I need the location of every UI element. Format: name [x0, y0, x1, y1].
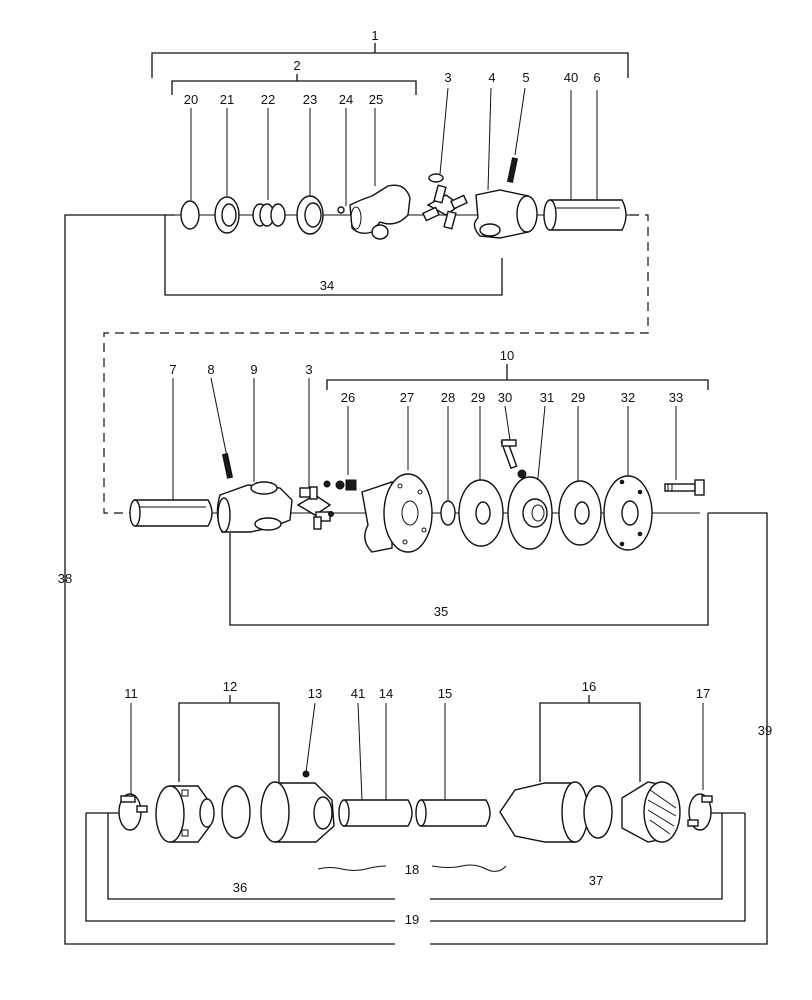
label-23: 23 — [303, 92, 317, 107]
middle-shaft-assembly — [129, 438, 705, 553]
label-1: 1 — [371, 28, 378, 43]
label-32: 32 — [621, 390, 635, 405]
cross-journal-icon — [422, 173, 468, 230]
guard-tube-icon — [415, 799, 491, 827]
label-15: 15 — [438, 686, 452, 701]
seal-ring-icon — [221, 785, 251, 839]
bolt-icon — [664, 479, 705, 496]
label-3b: 3 — [305, 362, 312, 377]
label-22: 22 — [261, 92, 275, 107]
label-27: 27 — [400, 390, 414, 405]
label-39: 39 — [758, 723, 772, 738]
label-8: 8 — [207, 362, 214, 377]
label-25: 25 — [369, 92, 383, 107]
label-7: 7 — [169, 362, 176, 377]
guard-cone-icon — [155, 785, 215, 843]
label-12: 12 — [223, 679, 237, 694]
guard-assembly — [118, 770, 713, 872]
guard-cone-icon — [621, 781, 681, 843]
label-37: 37 — [589, 873, 603, 888]
label-10: 10 — [500, 348, 514, 363]
label-13: 13 — [308, 686, 322, 701]
brackets — [64, 43, 768, 945]
label-9: 9 — [250, 362, 257, 377]
guard-bearing-icon — [214, 196, 240, 234]
tube-icon — [543, 199, 627, 231]
label-29b: 29 — [571, 390, 585, 405]
grease-nipple-icon — [335, 479, 357, 491]
label-31: 31 — [540, 390, 554, 405]
label-20: 20 — [184, 92, 198, 107]
seal-ring-icon — [180, 200, 200, 230]
tube-icon — [129, 499, 213, 527]
flange-icon — [507, 476, 553, 550]
cross-journal-icon — [296, 480, 334, 530]
label-18: 18 — [405, 862, 419, 877]
label-6: 6 — [593, 70, 600, 85]
label-24: 24 — [339, 92, 353, 107]
label-34: 34 — [320, 278, 334, 293]
circlip-icon — [252, 203, 286, 227]
part-labels: 1 2 3 4 5 40 6 20 21 22 23 24 25 34 10 7… — [58, 28, 772, 927]
seal-ring-icon — [337, 206, 345, 214]
flange-icon — [361, 473, 433, 553]
label-30: 30 — [498, 390, 512, 405]
friction-disc-icon — [558, 480, 602, 546]
yoke-icon — [216, 481, 293, 533]
flange-icon — [603, 475, 653, 551]
label-21: 21 — [220, 92, 234, 107]
label-29a: 29 — [471, 390, 485, 405]
label-17: 17 — [696, 686, 710, 701]
label-16: 16 — [582, 679, 596, 694]
top-shaft-assembly — [180, 157, 627, 240]
label-2: 2 — [293, 58, 300, 73]
label-3a: 3 — [444, 70, 451, 85]
friction-disc-icon — [458, 479, 504, 547]
shear-clip-icon — [118, 793, 148, 831]
label-40: 40 — [564, 70, 578, 85]
guard-bearing-icon — [296, 195, 324, 235]
label-41: 41 — [351, 686, 365, 701]
label-5: 5 — [522, 70, 529, 85]
label-36: 36 — [233, 880, 247, 895]
shear-clip-icon — [500, 438, 527, 479]
yoke-icon — [473, 189, 538, 239]
label-38: 38 — [58, 571, 72, 586]
seal-ring-icon — [440, 500, 456, 526]
label-35: 35 — [434, 604, 448, 619]
label-28: 28 — [441, 390, 455, 405]
label-26: 26 — [341, 390, 355, 405]
label-33: 33 — [669, 390, 683, 405]
roll-pin-icon — [506, 157, 519, 183]
guard-tube-icon — [338, 799, 413, 827]
label-4: 4 — [488, 70, 495, 85]
label-11: 11 — [124, 686, 138, 701]
guard-cone-icon — [260, 770, 335, 843]
chain-icon — [317, 864, 507, 872]
roll-pin-icon — [221, 453, 234, 479]
yoke-icon — [349, 184, 411, 240]
guard-cone-icon — [499, 781, 613, 843]
shear-clip-icon — [687, 793, 713, 831]
label-14: 14 — [379, 686, 393, 701]
label-19: 19 — [405, 912, 419, 927]
